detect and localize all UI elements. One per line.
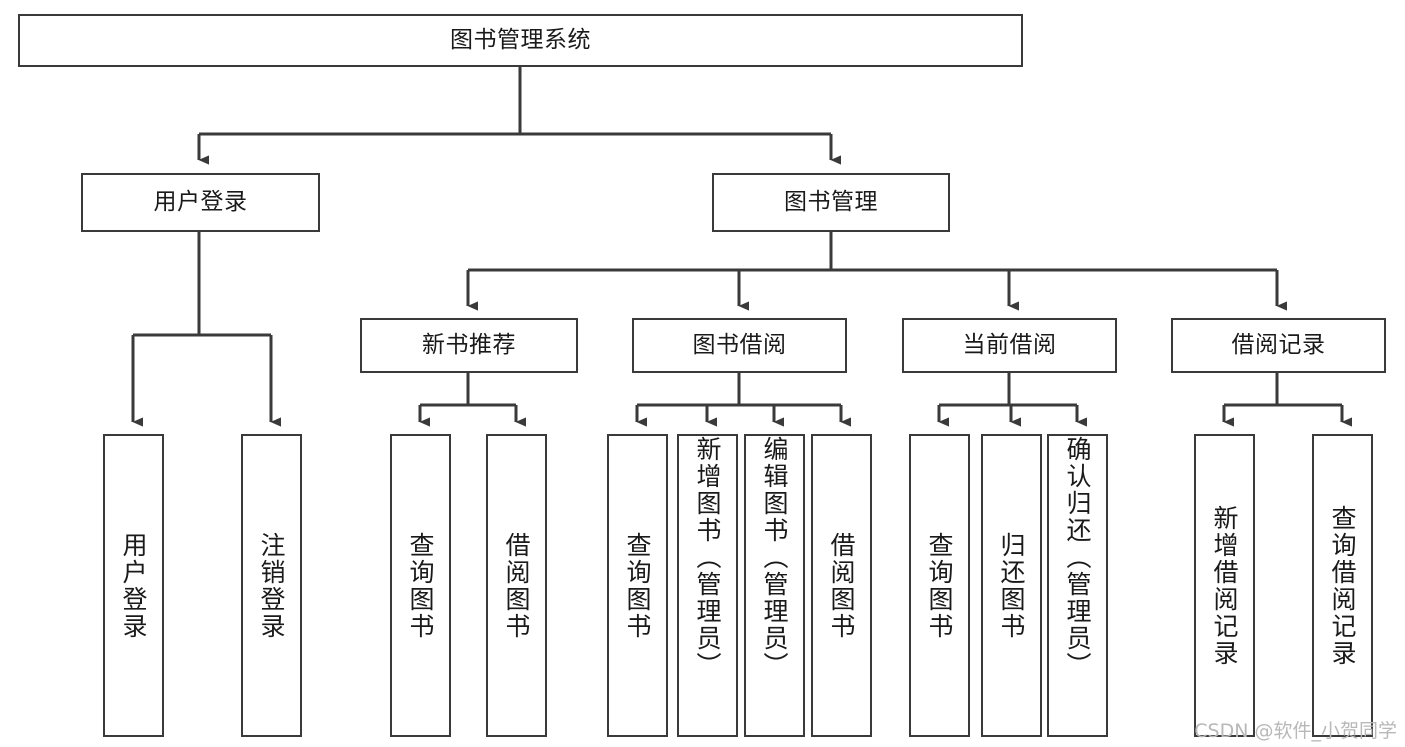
leaf-new-book-borrow[interactable]: 借阅图书 [486, 434, 547, 737]
leaf-borrow-edit-book-admin[interactable]: 编辑图书（管理员） [744, 434, 805, 737]
node-label: 新增借阅记录 [1210, 504, 1239, 667]
watermark-text: CSDN @软件_小贺同学 [1194, 720, 1397, 742]
node-user-login[interactable]: 用户登录 [81, 173, 320, 232]
leaf-record-query-record[interactable]: 查询借阅记录 [1312, 434, 1373, 737]
node-label: 查询借阅记录 [1328, 504, 1357, 667]
leaf-current-confirm-return-admin[interactable]: 确认归还（管理员） [1047, 434, 1108, 737]
node-label: 用户登录 [153, 188, 248, 215]
node-label: 借阅图书 [502, 531, 531, 640]
leaf-borrow-borrow-book[interactable]: 借阅图书 [811, 434, 872, 737]
node-label: 查询图书 [623, 531, 652, 640]
node-label: 用户登录 [119, 531, 148, 640]
node-new-book-recommend[interactable]: 新书推荐 [360, 318, 578, 373]
leaf-user-login-login[interactable]: 用户登录 [103, 434, 164, 737]
node-label: 当前借阅 [962, 331, 1057, 358]
node-label: 归还图书 [997, 531, 1026, 640]
leaf-current-query-book[interactable]: 查询图书 [909, 434, 970, 737]
node-label: 借阅图书 [827, 531, 856, 640]
node-label: 图书管理 [784, 188, 878, 215]
node-label: 新书推荐 [422, 331, 516, 358]
node-label: 注销登录 [257, 531, 286, 640]
node-book-management[interactable]: 图书管理 [712, 173, 950, 232]
node-current-borrow[interactable]: 当前借阅 [902, 318, 1117, 373]
node-borrow-record[interactable]: 借阅记录 [1171, 318, 1386, 373]
node-label: 图书借阅 [692, 331, 787, 358]
node-book-borrow[interactable]: 图书借阅 [632, 318, 847, 373]
node-label: 新增图书（管理员） [693, 436, 722, 679]
leaf-new-book-query[interactable]: 查询图书 [390, 434, 451, 737]
node-label: 图书管理系统 [450, 26, 591, 53]
leaf-user-login-logout[interactable]: 注销登录 [241, 434, 302, 737]
node-root-book-management-system[interactable]: 图书管理系统 [18, 14, 1023, 67]
node-label: 查询图书 [406, 531, 435, 640]
leaf-record-add-record[interactable]: 新增借阅记录 [1194, 434, 1255, 737]
node-label: 借阅记录 [1231, 331, 1326, 358]
node-label: 确认归还（管理员） [1063, 436, 1092, 679]
leaf-borrow-query-book[interactable]: 查询图书 [607, 434, 668, 737]
node-label: 查询图书 [925, 531, 954, 640]
node-label: 编辑图书（管理员） [760, 436, 789, 679]
leaf-borrow-add-book-admin[interactable]: 新增图书（管理员） [677, 434, 738, 737]
leaf-current-return-book[interactable]: 归还图书 [981, 434, 1042, 737]
